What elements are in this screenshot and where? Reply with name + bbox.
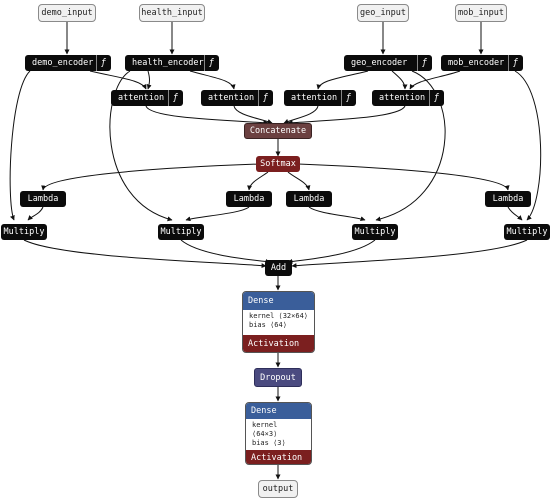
dense-header: Dense: [246, 403, 311, 419]
function-icon: ƒ: [257, 90, 268, 106]
dense-layer-1[interactable]: Dense kernel ⟨32×64⟩ bias ⟨64⟩ Activatio…: [242, 291, 315, 353]
lambda-node-4[interactable]: Lambda: [485, 191, 531, 207]
node-label: geo_input: [359, 8, 407, 18]
node-label: attention: [118, 93, 165, 103]
demo-encoder-node[interactable]: demo_encoder ƒ: [25, 55, 111, 71]
function-icon: ƒ: [203, 55, 214, 71]
mob-input-node[interactable]: mob_input: [455, 4, 507, 22]
node-label: demo_input: [41, 8, 93, 18]
output-node[interactable]: output: [258, 480, 298, 498]
node-label: Multiply: [354, 227, 396, 237]
dense-layer-2[interactable]: Dense kernel ⟨64×3⟩ bias ⟨3⟩ Activation: [245, 402, 312, 465]
edge: [180, 239, 271, 264]
attention-node-4[interactable]: attention ƒ: [372, 90, 444, 106]
lambda-node-3[interactable]: Lambda: [286, 191, 332, 207]
add-node[interactable]: Add: [265, 260, 292, 276]
node-label: health_encoder: [132, 58, 204, 68]
function-icon: ƒ: [416, 55, 427, 71]
edge: [287, 239, 376, 264]
function-icon: ƒ: [167, 90, 178, 106]
edge: [507, 206, 523, 221]
attention-node-2[interactable]: attention ƒ: [201, 90, 273, 106]
dense-bias: bias ⟨3⟩: [252, 439, 286, 447]
node-label: geo_encoder: [351, 58, 408, 68]
dropout-node[interactable]: Dropout: [254, 368, 302, 387]
node-label: attention: [208, 93, 255, 103]
multiply-node-2[interactable]: Multiply: [158, 224, 204, 240]
function-icon: ƒ: [428, 90, 439, 106]
edge: [145, 105, 269, 126]
node-label: Lambda: [233, 194, 265, 204]
edge: [375, 70, 446, 222]
attention-node-3[interactable]: attention ƒ: [284, 90, 356, 106]
dense-header: Dense: [243, 292, 314, 310]
node-label: Softmax: [260, 159, 296, 169]
node-label: output: [262, 484, 294, 494]
node-label: mob_input: [457, 8, 505, 18]
edge: [291, 239, 528, 269]
edge: [146, 70, 152, 90]
lambda-node-2[interactable]: Lambda: [226, 191, 272, 207]
edge: [391, 70, 408, 90]
edge: [308, 206, 366, 222]
edge: [27, 206, 44, 221]
dense-params: kernel ⟨32×64⟩ bias ⟨64⟩: [243, 310, 314, 335]
function-icon: ƒ: [507, 55, 518, 71]
edge: [89, 70, 147, 90]
edge: [41, 163, 261, 191]
softmax-node[interactable]: Softmax: [256, 156, 300, 172]
edge: [514, 70, 542, 221]
node-label: Multiply: [160, 227, 202, 237]
health-input-node[interactable]: health_input: [139, 4, 205, 22]
dense-kernel: kernel ⟨64×3⟩: [252, 421, 278, 438]
dense-kernel: kernel ⟨32×64⟩: [249, 312, 309, 320]
edge: [189, 70, 236, 90]
edge: [109, 70, 173, 222]
multiply-node-4[interactable]: Multiply: [504, 224, 550, 240]
dense-bias: bias ⟨64⟩: [249, 321, 287, 329]
node-label: attention: [379, 93, 426, 103]
edge: [23, 239, 267, 269]
activation-label: Activation: [246, 450, 311, 464]
mob-encoder-node[interactable]: mob_encoder ƒ: [441, 55, 523, 71]
lambda-node-1[interactable]: Lambda: [20, 191, 66, 207]
edge: [185, 206, 250, 222]
edge: [316, 70, 369, 90]
node-label: attention: [291, 93, 338, 103]
node-label: Multiply: [506, 227, 548, 237]
node-label: health_input: [141, 8, 203, 18]
edge: [247, 171, 269, 191]
function-icon: ƒ: [340, 90, 351, 106]
node-label: Multiply: [3, 227, 45, 237]
health-encoder-node[interactable]: health_encoder ƒ: [125, 55, 219, 71]
geo-input-node[interactable]: geo_input: [357, 4, 409, 22]
activation-label: Activation: [243, 335, 314, 352]
edge: [283, 105, 319, 124]
node-label: Lambda: [27, 194, 59, 204]
geo-encoder-node[interactable]: geo_encoder ƒ: [344, 55, 432, 71]
node-label: Lambda: [293, 194, 325, 204]
node-label: Lambda: [492, 194, 524, 204]
node-label: Add: [270, 263, 287, 273]
edge: [297, 163, 510, 191]
edge: [9, 70, 31, 221]
attention-node-1[interactable]: attention ƒ: [111, 90, 183, 106]
node-label: Dropout: [260, 372, 296, 383]
concatenate-node[interactable]: Concatenate: [244, 123, 312, 139]
function-icon: ƒ: [95, 55, 106, 71]
node-label: demo_encoder: [32, 58, 94, 68]
edge: [287, 171, 311, 191]
edge: [287, 105, 406, 126]
multiply-node-3[interactable]: Multiply: [352, 224, 398, 240]
demo-input-node[interactable]: demo_input: [38, 4, 96, 22]
node-label: mob_encoder: [448, 58, 505, 68]
multiply-node-1[interactable]: Multiply: [1, 224, 47, 240]
edge: [409, 70, 461, 90]
edge: [233, 105, 273, 124]
dense-params: kernel ⟨64×3⟩ bias ⟨3⟩: [246, 419, 311, 450]
node-label: Concatenate: [249, 126, 307, 136]
